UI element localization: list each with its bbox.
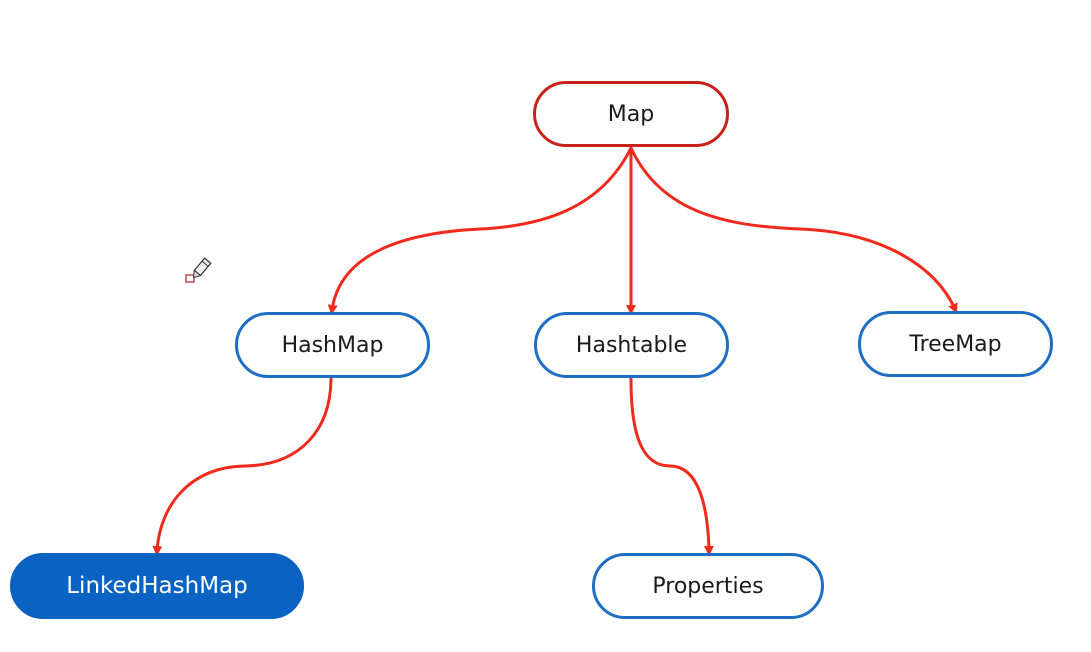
pencil-icon <box>185 257 212 283</box>
node-hashmap[interactable]: HashMap <box>235 312 430 378</box>
edge-map-treemap <box>629 146 958 314</box>
node-properties[interactable]: Properties <box>592 553 824 619</box>
node-treemap[interactable]: TreeMap <box>858 311 1053 377</box>
edge-hashmap-linkedhashmap <box>152 376 333 556</box>
node-linkedhashmap[interactable]: LinkedHashMap <box>10 553 304 619</box>
edge-hashtable-properties <box>629 377 714 556</box>
edge-map-hashmap <box>327 146 633 315</box>
node-map[interactable]: Map <box>533 81 729 147</box>
node-hashtable[interactable]: Hashtable <box>534 312 729 378</box>
